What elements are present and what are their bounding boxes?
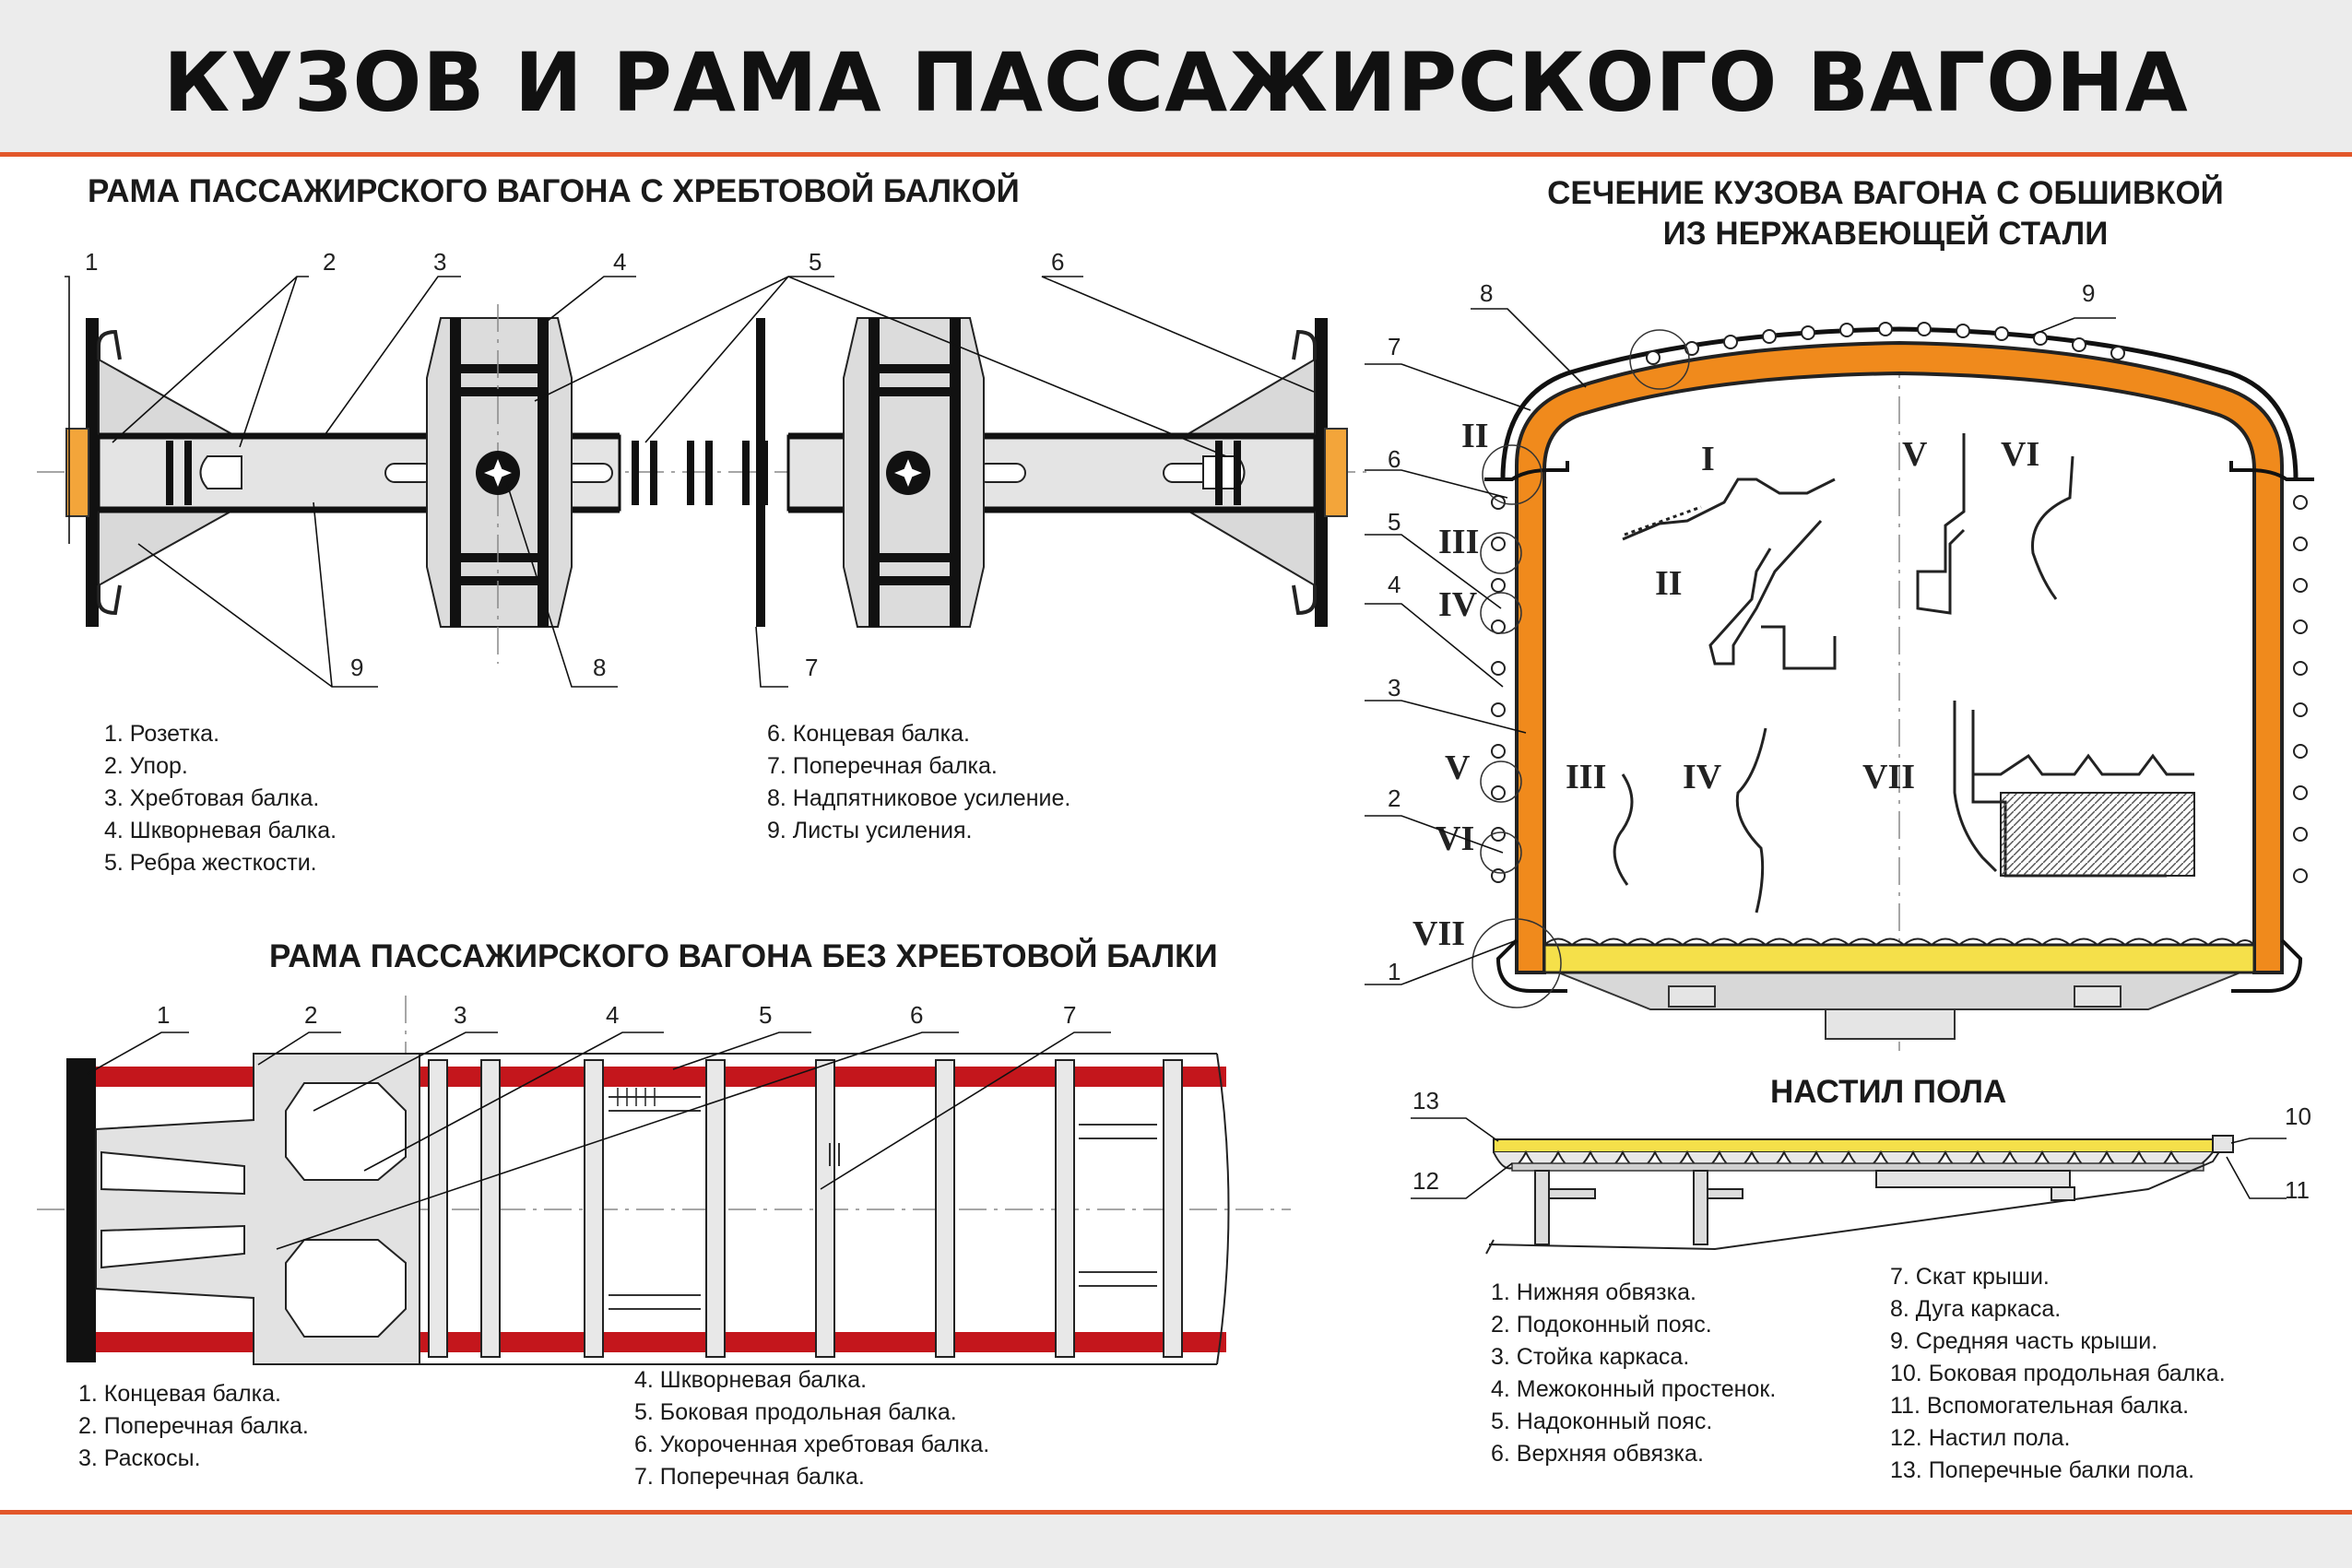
legend-item: 11. Вспомогательная балка. bbox=[1890, 1393, 2190, 1419]
floor-drawing: 13 12 10 11 bbox=[1411, 1087, 2311, 1255]
legend-item: 2. Подоконный пояс. bbox=[1491, 1312, 1712, 1338]
legend-item: 7. Поперечная балка. bbox=[767, 753, 998, 779]
callout-7: 7 bbox=[805, 654, 818, 681]
legend-item: 7. Скат крыши. bbox=[1890, 1264, 2050, 1290]
legend-frame-without-sill-left: 1. Концевая балка. 2. Поперечная балка. … bbox=[78, 1378, 309, 1475]
legend-item: 10. Боковая продольная балка. bbox=[1890, 1361, 2226, 1386]
detail-VI: VI bbox=[2001, 435, 2039, 474]
callout-12: 12 bbox=[1412, 1167, 1439, 1195]
section-title-floor: НАСТИЛ ПОЛА bbox=[1770, 1074, 2007, 1110]
legend-item: 9. Листы усиления. bbox=[767, 818, 973, 843]
roman-V: V bbox=[1445, 749, 1471, 787]
callout-5: 5 bbox=[1388, 508, 1401, 536]
legend-frame-without-sill-right: 4. Шкворневая балка. 5. Боковая продольн… bbox=[634, 1364, 989, 1493]
legend-item: 6. Укороченная хребтовая балка. bbox=[634, 1432, 990, 1457]
section-title-body-section: СЕЧЕНИЕ КУЗОВА ВАГОНА С ОБШИВКОЙ ИЗ НЕРЖ… bbox=[1475, 173, 2296, 254]
callout-6: 6 bbox=[1388, 445, 1401, 473]
callout-3: 3 bbox=[1388, 674, 1401, 701]
legend-item: 4. Шкворневая балка. bbox=[104, 818, 337, 843]
legend-item: 7. Поперечная балка. bbox=[634, 1464, 865, 1490]
detail-IV: IV bbox=[1683, 758, 1722, 796]
callout-5: 5 bbox=[809, 248, 821, 276]
callout-1: 1 bbox=[157, 1001, 170, 1029]
callout-4: 4 bbox=[613, 248, 626, 276]
frame-without-sill-drawing: 1 2 3 4 5 6 7 bbox=[37, 996, 1291, 1365]
body-section-drawing: II III IV V VI VII I II III IV V VI VII bbox=[1365, 279, 2314, 1051]
callout-5: 5 bbox=[759, 1001, 772, 1029]
callout-1: 1 bbox=[1388, 958, 1401, 985]
legend-item: 12. Настил пола. bbox=[1890, 1425, 2071, 1451]
section-title-frame-without-sill: РАМА ПАССАЖИРСКОГО ВАГОНА БЕЗ ХРЕБТОВОЙ … bbox=[269, 938, 1218, 974]
footer-band bbox=[0, 1515, 2352, 1568]
callout-6: 6 bbox=[910, 1001, 923, 1029]
roman-IV: IV bbox=[1438, 585, 1478, 624]
legend-item: 8. Надпятниковое усиление. bbox=[767, 785, 1071, 811]
legend-item: 6. Концевая балка. bbox=[767, 721, 970, 747]
legend-item: 2. Упор. bbox=[104, 753, 188, 779]
detail-V: V bbox=[1902, 435, 1928, 474]
callout-10: 10 bbox=[2285, 1102, 2311, 1130]
callout-13: 13 bbox=[1412, 1087, 1439, 1114]
callout-3: 3 bbox=[454, 1001, 467, 1029]
callout-2: 2 bbox=[304, 1001, 317, 1029]
section-title-frame-with-sill: РАМА ПАССАЖИРСКОГО ВАГОНА С ХРЕБТОВОЙ БА… bbox=[88, 173, 1020, 209]
callout-3: 3 bbox=[433, 248, 446, 276]
legend-item: 3. Хребтовая балка. bbox=[104, 785, 320, 811]
legend-item: 4. Межоконный простенок. bbox=[1491, 1376, 1777, 1402]
detail-III: III bbox=[1566, 758, 1606, 796]
legend-item: 13. Поперечные балки пола. bbox=[1890, 1457, 2195, 1483]
callout-8: 8 bbox=[1480, 279, 1493, 307]
section-title-body-line1: СЕЧЕНИЕ КУЗОВА ВАГОНА С ОБШИВКОЙ bbox=[1547, 175, 2224, 211]
callout-8: 8 bbox=[593, 654, 606, 681]
footer-accent-line bbox=[0, 1510, 2352, 1515]
end-beam bbox=[66, 1058, 96, 1362]
legend-item: 5. Надоконный пояс. bbox=[1491, 1409, 1713, 1434]
roman-III: III bbox=[1438, 523, 1479, 561]
legend-body-left: 1. Нижняя обвязка. 2. Подоконный пояс. 3… bbox=[1491, 1277, 1776, 1470]
roman-II: II bbox=[1461, 417, 1489, 455]
end-beam-left bbox=[86, 318, 99, 627]
section-title-body-line2: ИЗ НЕРЖАВЕЮЩЕЙ СТАЛИ bbox=[1662, 216, 2109, 252]
legend-item: 9. Средняя часть крыши. bbox=[1890, 1328, 2158, 1354]
callout-9: 9 bbox=[350, 654, 363, 681]
callout-6: 6 bbox=[1051, 248, 1064, 276]
callout-2: 2 bbox=[323, 248, 336, 276]
callout-11: 11 bbox=[2285, 1176, 2310, 1204]
legend-item: 1. Нижняя обвязка. bbox=[1491, 1279, 1696, 1305]
legend-item: 2. Поперечная балка. bbox=[78, 1413, 309, 1439]
callout-9: 9 bbox=[2082, 279, 2095, 307]
legend-frame-with-sill-right: 6. Концевая балка. 7. Поперечная балка. … bbox=[767, 718, 1070, 847]
callout-7: 7 bbox=[1063, 1001, 1076, 1029]
header-band bbox=[0, 0, 2352, 152]
legend-item: 1. Розетка. bbox=[104, 721, 220, 747]
header-accent-line bbox=[0, 152, 2352, 157]
detail-I: I bbox=[1701, 440, 1715, 478]
legend-body-right: 7. Скат крыши. 8. Дуга каркаса. 9. Средн… bbox=[1890, 1261, 2226, 1487]
callout-4: 4 bbox=[606, 1001, 619, 1029]
legend-item: 3. Раскосы. bbox=[78, 1445, 201, 1471]
legend-item: 3. Стойка каркаса. bbox=[1491, 1344, 1690, 1370]
roman-VI: VI bbox=[1436, 819, 1474, 858]
poster-title: КУЗОВ И РАМА ПАССАЖИРСКОГО ВАГОНА bbox=[163, 35, 2189, 130]
end-beam-right bbox=[1315, 318, 1328, 627]
detail-VII: VII bbox=[1862, 758, 1915, 796]
legend-item: 6. Верхняя обвязка. bbox=[1491, 1441, 1704, 1467]
legend-frame-with-sill-left: 1. Розетка. 2. Упор. 3. Хребтовая балка.… bbox=[104, 718, 337, 879]
callout-1: 1 bbox=[85, 248, 98, 276]
roman-VII: VII bbox=[1412, 914, 1465, 953]
callout-7: 7 bbox=[1388, 333, 1401, 360]
legend-item: 5. Ребра жесткости. bbox=[104, 850, 317, 876]
legend-item: 4. Шкворневая балка. bbox=[634, 1367, 868, 1393]
callout-2: 2 bbox=[1388, 784, 1401, 812]
legend-item: 1. Концевая балка. bbox=[78, 1381, 281, 1407]
callout-4: 4 bbox=[1388, 571, 1401, 598]
legend-item: 5. Боковая продольная балка. bbox=[634, 1399, 957, 1425]
legend-item: 8. Дуга каркаса. bbox=[1890, 1296, 2062, 1322]
frame-with-sill-drawing: 1 2 3 4 5 6 7 8 9 bbox=[37, 248, 1374, 688]
detail-II: II bbox=[1655, 564, 1683, 603]
